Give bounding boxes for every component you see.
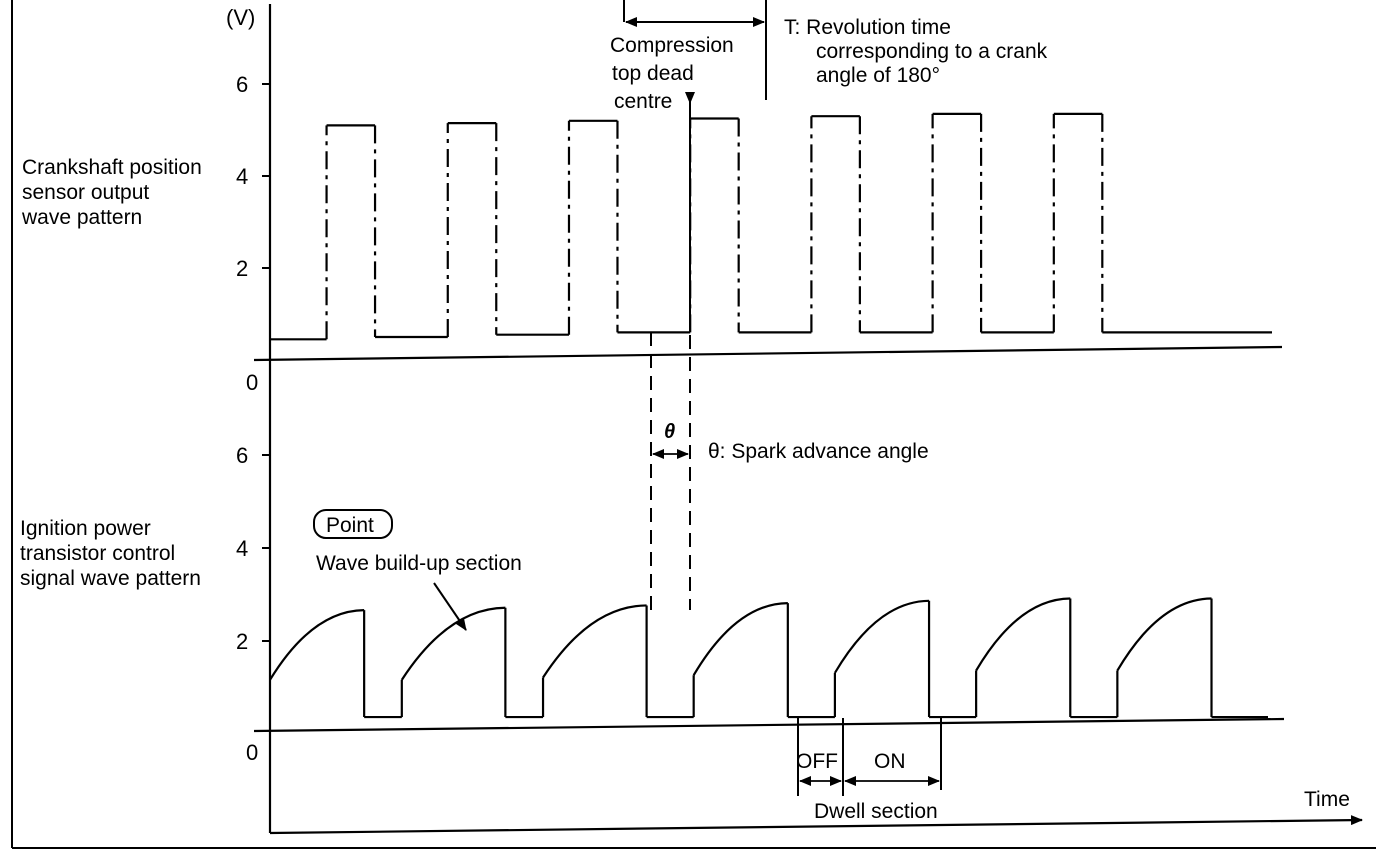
ignition-ramp (400, 606, 506, 681)
top-unit-label: (V) (226, 5, 255, 30)
crankshaft-waveform (270, 112, 1272, 341)
ignition-waveform (269, 597, 1268, 719)
compression-label-line-3: centre (614, 90, 672, 113)
ignition-ramp (269, 609, 365, 681)
wave-buildup-label: Wave build-up section (316, 552, 522, 575)
top-tick-label-6: 6 (236, 72, 248, 97)
theta-label: θ: Spark advance angle (708, 440, 929, 463)
theta-symbol: θ (664, 421, 675, 443)
ignition-ramp (1116, 597, 1212, 672)
top-tick-label-2: 2 (236, 256, 248, 281)
wave-buildup-arrow (433, 582, 467, 631)
top-tick-label-4: 4 (236, 164, 248, 189)
bottom-tick-label-2: 2 (236, 629, 248, 654)
bottom-panel-label-line-1: Ignition power (20, 517, 151, 540)
ignition-ramp (692, 602, 788, 676)
compression-label-line-1: Compression (610, 34, 734, 57)
tdc-marker (685, 92, 695, 104)
bottom-y-ticks: 6 4 2 0 (236, 443, 270, 765)
bottom-tick-label-4: 4 (236, 536, 248, 561)
ignition-ramp (833, 599, 930, 674)
top-zero-line (253, 345, 1283, 362)
on-label: ON (874, 750, 906, 773)
point-badge: Point (326, 514, 374, 537)
bottom-panel-label-line-2: transistor control (20, 542, 175, 565)
top-panel-label-line-2: sensor output (22, 181, 149, 204)
t-label-line-3: angle of 180° (816, 64, 940, 87)
top-panel-label-line-3: wave pattern (21, 206, 142, 229)
bottom-tick-label-0: 0 (246, 740, 258, 765)
top-tick-label-0: 0 (246, 370, 258, 395)
t-label-line-2: corresponding to a crank (816, 40, 1048, 63)
time-axis (269, 815, 1363, 835)
time-label: Time (1304, 788, 1350, 811)
bottom-tick-label-6: 6 (236, 443, 248, 468)
ignition-ramp (975, 597, 1071, 672)
dwell-label: Dwell section (814, 800, 938, 823)
bottom-panel-label-line-3: signal wave pattern (20, 567, 201, 590)
off-label: OFF (796, 750, 838, 773)
top-y-ticks: (V) 6 4 2 0 (226, 5, 270, 395)
compression-label-line-2: top dead (612, 62, 694, 85)
ignition-ramp (542, 604, 647, 679)
bottom-zero-line (253, 717, 1285, 733)
point-badge-frame (313, 509, 393, 539)
top-panel-label-line-1: Crankshaft position (22, 156, 202, 179)
t-label-line-1: T: Revolution time (784, 16, 951, 39)
